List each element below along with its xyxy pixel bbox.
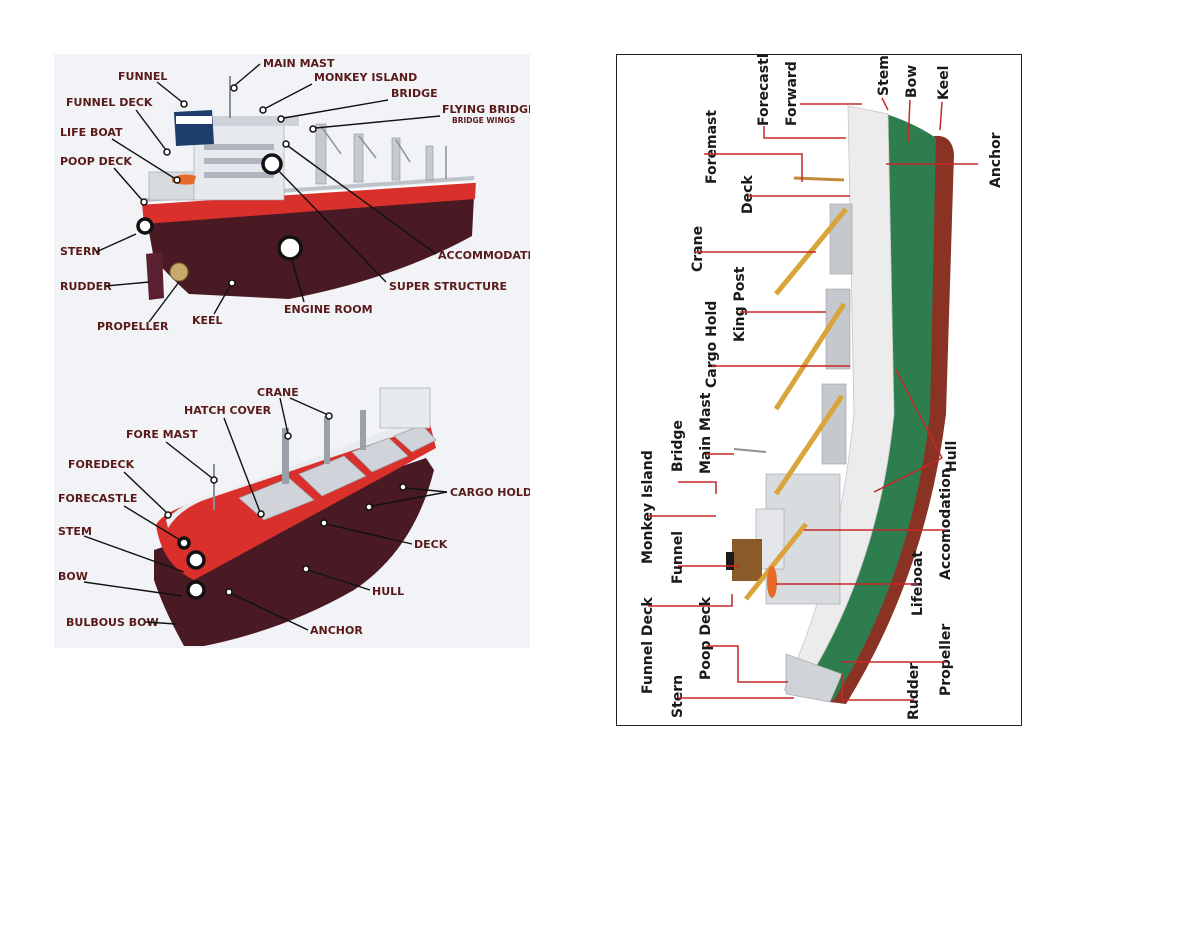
label-foredeck: FOREDECK	[68, 458, 135, 471]
label-funnel: FUNNEL	[118, 70, 167, 83]
label-bow-r: Bow	[904, 65, 920, 98]
label-rudder-r: Rudder	[906, 663, 922, 720]
label-foremast-r: Foremast	[704, 110, 720, 184]
label-accommodation: ACCOMMODATION	[438, 249, 530, 262]
label-deck-r: Deck	[740, 175, 756, 214]
label-fore-mast: FORE MAST	[126, 428, 198, 441]
label-keel-r: Keel	[936, 66, 952, 100]
label-crane-r: Crane	[690, 226, 706, 272]
hull-dark	[154, 458, 434, 646]
label-bow: BOW	[58, 570, 88, 583]
label-main-mast: MAIN MAST	[263, 57, 335, 70]
label-keel: KEEL	[192, 314, 223, 327]
label-poop-deck: POOP DECK	[60, 155, 132, 168]
label-engine-room: ENGINE ROOM	[284, 303, 373, 316]
label-stem: STEM	[58, 525, 92, 538]
label-propeller-r: Propeller	[938, 624, 954, 696]
label-stem-r: Stem	[876, 55, 892, 96]
label-cargo-hold: CARGO HOLD	[450, 486, 530, 499]
label-king-post-r: King Post	[732, 266, 748, 342]
label-poop-deck-r: Poop Deck	[698, 596, 714, 680]
right-ship-diagram: Forecastle Forward Stem Bow Keel Foremas…	[616, 54, 1022, 726]
label-stern: STERN	[60, 245, 101, 258]
label-anchor: ANCHOR	[310, 624, 363, 637]
label-crane: CRANE	[257, 386, 299, 399]
label-hull: HULL	[372, 585, 404, 598]
top-left-ship-diagram: MAIN MAST FUNNEL MONKEY ISLAND BRIDGE FU…	[54, 54, 530, 350]
label-anchor-r: Anchor	[988, 132, 1004, 188]
bottom-left-ship-diagram: CRANE HATCH COVER FORE MAST FOREDECK CAR…	[54, 350, 530, 648]
label-bulbous-bow: BULBOUS BOW	[66, 616, 159, 629]
label-forecastle: FORECASTLE	[58, 492, 137, 505]
label-hull-r: Hull	[944, 441, 960, 472]
hull-green	[796, 114, 936, 700]
label-propeller: PROPELLER	[97, 320, 169, 333]
label-life-boat: LIFE BOAT	[60, 126, 123, 139]
rudder-shape	[146, 252, 164, 300]
label-monkey-island: MONKEY ISLAND	[314, 71, 417, 84]
funnel-shape	[174, 110, 214, 146]
label-bridge: BRIDGE	[391, 87, 438, 100]
label-main-mast-r: Main Mast	[698, 392, 714, 474]
right-labels: Forecastle Forward Stem Bow Keel Foremas…	[640, 54, 1004, 720]
label-funnel-deck: FUNNEL DECK	[66, 96, 153, 109]
label-funnel-deck-r: Funnel Deck	[640, 597, 656, 694]
label-flying-bridge: FLYING BRIDGE	[442, 103, 530, 116]
label-hatch-cover: HATCH COVER	[184, 404, 272, 417]
label-forward-r: Forward	[784, 61, 800, 126]
bottom-left-labels: CRANE HATCH COVER FORE MAST FOREDECK CAR…	[58, 386, 530, 637]
label-stern-r: Stern	[670, 675, 686, 718]
label-monkey-island-r: Monkey Island	[640, 450, 656, 564]
label-rudder: RUDDER	[60, 280, 112, 293]
label-forecastle-r: Forecastle	[756, 54, 772, 126]
label-cargo-hold-r: Cargo Hold	[704, 301, 720, 388]
label-accomodation-r: Accomodation	[938, 468, 954, 580]
label-deck: DECK	[414, 538, 448, 551]
top-left-labels: MAIN MAST FUNNEL MONKEY ISLAND BRIDGE FU…	[60, 57, 530, 333]
label-bridge-wings: BRIDGE WINGS	[452, 116, 515, 125]
label-super-structure: SUPER STRUCTURE	[389, 280, 507, 293]
label-bridge-r: Bridge	[670, 420, 686, 472]
label-funnel-r: Funnel	[670, 531, 686, 584]
